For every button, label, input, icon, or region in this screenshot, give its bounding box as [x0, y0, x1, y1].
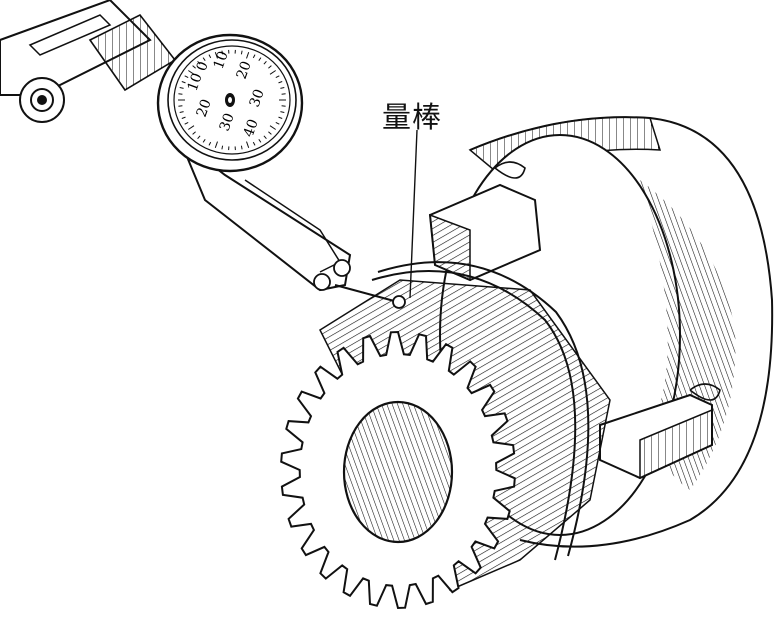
- dial-tick: [184, 121, 189, 125]
- dial-numeral: 20: [194, 97, 215, 119]
- dial-tick: [246, 141, 250, 148]
- dial-tick: [221, 145, 224, 150]
- dial-tick: [184, 75, 189, 79]
- dial-tick: [181, 81, 186, 84]
- dial-tick: [208, 141, 212, 146]
- dial-tick: [263, 135, 267, 140]
- dial-tick: [181, 116, 186, 119]
- dial-indicator: 0 10 10 20 30 10 20 30 40: [0, 0, 406, 309]
- dial-tick: [269, 70, 276, 75]
- chuck-jaw-bottom: [599, 393, 713, 480]
- dial-tick: [252, 54, 256, 59]
- dial-tick: [268, 65, 272, 69]
- dial-tick: [214, 141, 218, 148]
- dial-tick: [202, 139, 206, 143]
- dial-tick: [178, 105, 183, 107]
- dial-tick: [280, 87, 285, 89]
- dial-tick: [179, 111, 184, 113]
- dial-tick: [281, 105, 286, 107]
- dial-tick: [178, 93, 183, 95]
- dial-tick: [258, 139, 262, 143]
- dial-tick: [275, 75, 280, 79]
- dial-tick: [208, 54, 212, 59]
- stylus-ball: [392, 295, 406, 309]
- dial-tick: [278, 81, 283, 84]
- dial-tick: [280, 111, 285, 113]
- dial-tick: [188, 125, 195, 130]
- dial-tick: [258, 57, 262, 61]
- dial-tick: [240, 50, 243, 55]
- dial-tick: [202, 57, 206, 61]
- dial-numeral: 10: [185, 71, 206, 93]
- callout-leader: [409, 129, 418, 299]
- dial-tick: [197, 135, 201, 140]
- dial-tick: [197, 60, 201, 65]
- dial-numeral: 20: [234, 59, 255, 81]
- dial-tick: [281, 93, 286, 95]
- dial-tick: [240, 145, 243, 150]
- dial-tick: [188, 70, 195, 75]
- dial-tick: [221, 50, 224, 55]
- dial-tick: [275, 121, 280, 125]
- dial-tick: [278, 116, 283, 119]
- dial-numeral: 10: [211, 49, 232, 71]
- dial-tick: [246, 52, 250, 59]
- dial-tick: [263, 60, 267, 65]
- clamp-knob: [19, 77, 65, 123]
- dial-numeral: 30: [217, 111, 238, 133]
- dial-numeral: 40: [241, 117, 262, 139]
- dial-tick: [269, 125, 276, 130]
- dial-tick: [252, 141, 256, 146]
- dial-tick: [214, 52, 218, 59]
- dial-numeral: 30: [247, 87, 268, 109]
- measuring-bar-label: 量棒: [382, 100, 443, 134]
- dial-tick-marks: [178, 49, 286, 151]
- dial-tick: [192, 131, 196, 135]
- spline-gear: [280, 261, 611, 610]
- dial-tick: [192, 65, 196, 69]
- dial-tick: [179, 87, 184, 89]
- dial-tick: [268, 131, 272, 135]
